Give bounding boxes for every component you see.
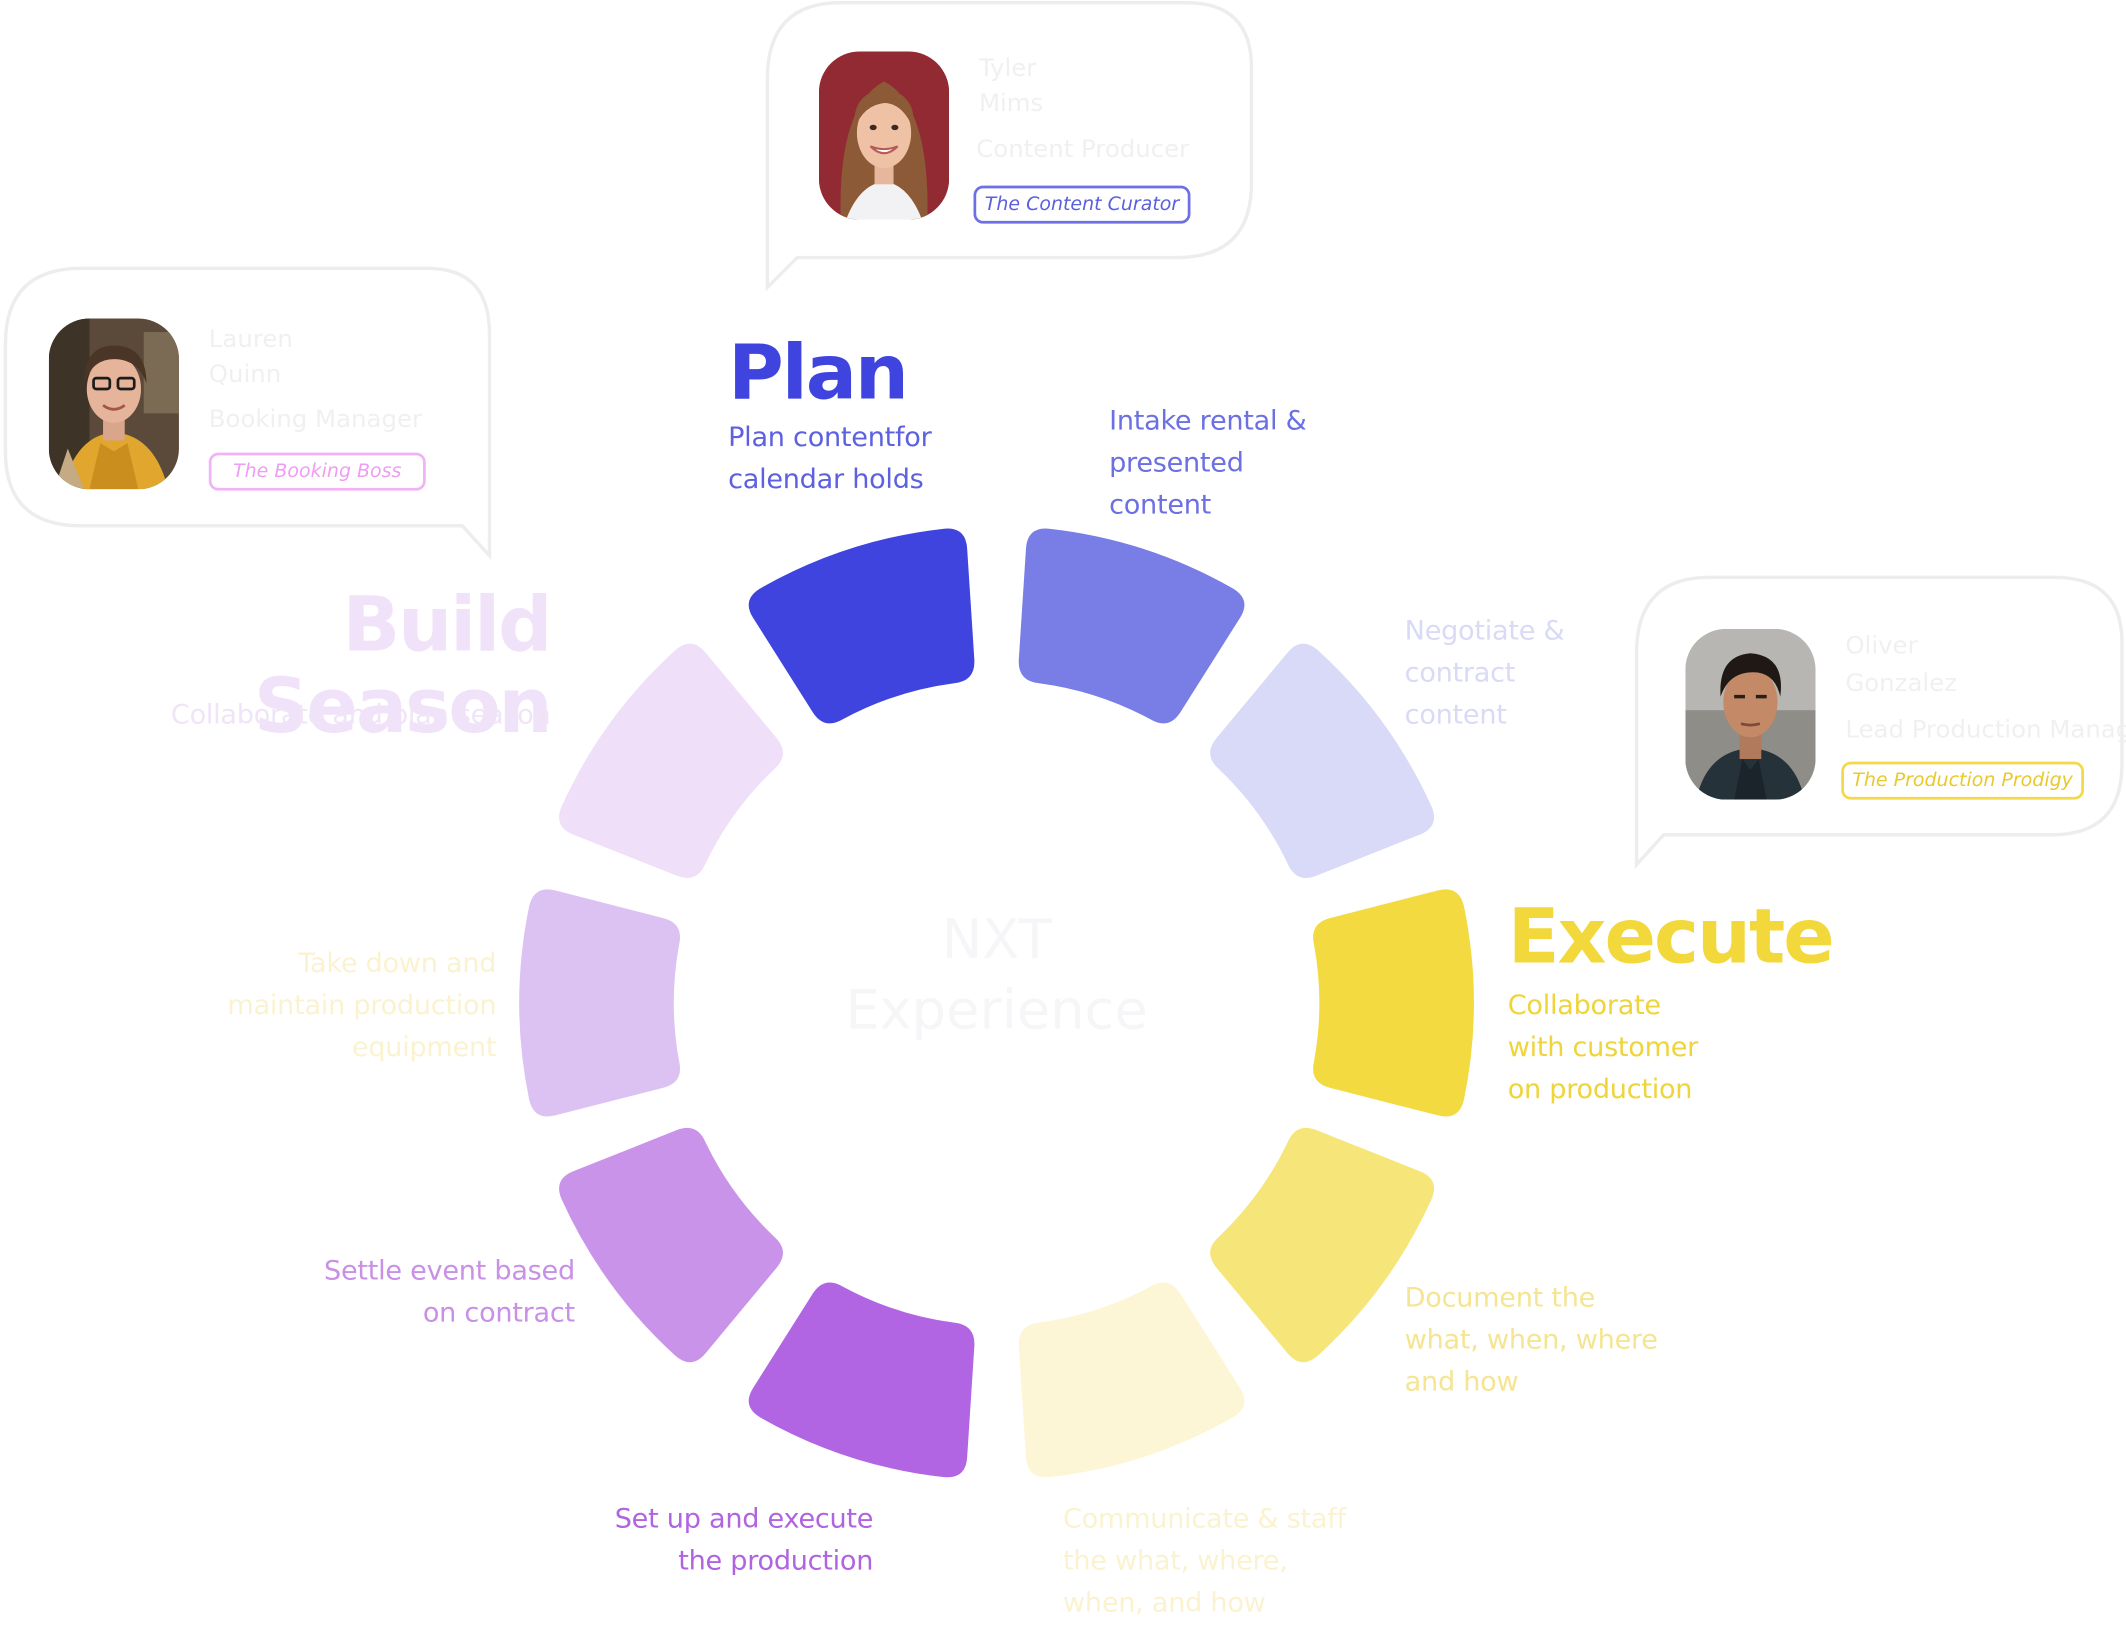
label-line: content bbox=[1404, 697, 1507, 731]
step-label-communicate: Communicate & staff the what, where, whe… bbox=[1063, 1498, 1346, 1624]
subtitle-line: Collaborate bbox=[1507, 988, 1661, 1021]
subtitle-line: on production bbox=[1507, 1072, 1693, 1105]
label-line: the production bbox=[678, 1543, 874, 1577]
persona-role: Booking Manager bbox=[208, 405, 423, 434]
cycle-segment bbox=[559, 1127, 783, 1363]
cycle-segment bbox=[559, 643, 783, 878]
persona-first-name: Oliver bbox=[1845, 631, 1918, 661]
persona-badge: The Booking Boss bbox=[208, 452, 426, 491]
cycle-segment bbox=[1018, 528, 1245, 724]
cycle-segment bbox=[748, 1282, 975, 1478]
phase-build-title: Build Season bbox=[253, 581, 553, 751]
phase-build-subtitle: Collaborate and plan season bbox=[170, 697, 551, 731]
avatar bbox=[48, 318, 179, 490]
label-line: Set up and execute bbox=[614, 1501, 874, 1535]
cycle-center-title: NXT Experience bbox=[827, 905, 1166, 1046]
label-line: on contract bbox=[422, 1295, 575, 1329]
cycle-segment bbox=[1018, 1282, 1245, 1478]
center-line: Experience bbox=[845, 979, 1148, 1043]
avatar bbox=[818, 51, 950, 220]
persona-last-name: Mims bbox=[978, 89, 1044, 118]
label-line: when, and how bbox=[1063, 1585, 1266, 1619]
persona-first-name: Tyler bbox=[978, 54, 1037, 83]
label-line: Communicate & staff bbox=[1063, 1501, 1346, 1535]
phase-execute-title: Execute bbox=[1507, 893, 1835, 982]
step-label-takedown: Take down and maintain production equipm… bbox=[144, 942, 497, 1068]
label-line: equipment bbox=[351, 1030, 497, 1063]
label-line: presented bbox=[1109, 445, 1244, 479]
persona-first-name: Lauren bbox=[208, 325, 293, 354]
persona-badge: The Production Prodigy bbox=[1841, 761, 2084, 800]
label-line: contract bbox=[1404, 655, 1516, 689]
label-line: what, when, where bbox=[1404, 1322, 1658, 1356]
subtitle-line: with customer bbox=[1507, 1030, 1699, 1063]
phase-plan-subtitle: Plan contentfor calendar holds bbox=[728, 416, 932, 500]
label-line: the what, where, bbox=[1063, 1543, 1288, 1577]
subtitle-line: calendar holds bbox=[728, 462, 924, 495]
persona-role: Lead Production Manager bbox=[1845, 715, 2126, 745]
label-line: Document the bbox=[1404, 1280, 1596, 1314]
cycle-segment bbox=[1210, 1127, 1435, 1363]
phase-plan-title: Plan bbox=[728, 329, 909, 418]
persona-card-booking: Lauren Quinn Booking Manager The Booking… bbox=[0, 266, 495, 564]
label-line: Take down and bbox=[298, 945, 497, 979]
cycle-segment bbox=[1313, 889, 1474, 1117]
persona-card-content: Tyler Mims Content Producer The Content … bbox=[762, 0, 1258, 295]
step-label-negotiate: Negotiate & contract content bbox=[1405, 610, 1565, 736]
cycle-segment bbox=[519, 889, 681, 1117]
persona-last-name: Quinn bbox=[208, 360, 282, 389]
step-label-setup: Set up and execute the production bbox=[548, 1498, 874, 1582]
label-line: Negotiate & bbox=[1404, 613, 1565, 647]
label-line: Settle event based bbox=[324, 1253, 575, 1287]
phase-execute-subtitle: Collaborate with customer on production bbox=[1507, 984, 1699, 1110]
cycle-segment bbox=[1210, 643, 1435, 878]
avatar bbox=[1685, 628, 1816, 800]
step-label-settle: Settle event based on contract bbox=[249, 1250, 575, 1334]
center-line: NXT bbox=[941, 909, 1052, 972]
label-line: Intake rental & bbox=[1109, 403, 1307, 437]
persona-card-production: Oliver Gonzalez Lead Production Manager … bbox=[1631, 575, 2126, 870]
label-line: maintain production bbox=[227, 988, 497, 1021]
label-line: and how bbox=[1404, 1364, 1519, 1398]
step-label-document: Document the what, when, where and how bbox=[1405, 1277, 1658, 1403]
label-line: content bbox=[1109, 487, 1212, 521]
subtitle-line: Plan contentfor bbox=[728, 420, 932, 453]
cycle-segment bbox=[748, 528, 975, 724]
persona-badge: The Content Curator bbox=[973, 185, 1191, 224]
persona-role: Content Producer bbox=[976, 135, 1190, 164]
step-label-intake: Intake rental & presented content bbox=[1109, 400, 1307, 526]
persona-last-name: Gonzalez bbox=[1845, 669, 1958, 698]
